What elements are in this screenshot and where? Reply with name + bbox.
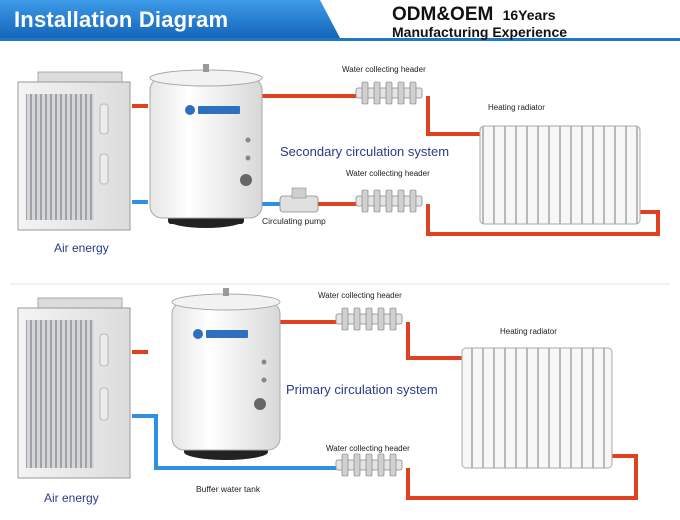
- water-collecting-header-top-lower: [355, 189, 423, 213]
- air-energy-unit-bottom: [17, 297, 131, 479]
- label-heating-radiator-top: Heating radiator: [488, 103, 545, 112]
- heating-radiator-top: [479, 125, 641, 225]
- water-collecting-header-top-upper: [355, 81, 423, 105]
- heating-radiator-bottom: [461, 347, 613, 469]
- installation-diagram: Water collecting header Heating radiator…: [10, 64, 670, 505]
- label-air-energy-bottom: Air energy: [44, 491, 99, 505]
- label-air-energy-top: Air energy: [54, 241, 109, 255]
- air-energy-unit-top: [17, 71, 131, 231]
- label-heating-radiator-bottom: Heating radiator: [500, 327, 557, 336]
- buffer-water-tank: [171, 288, 281, 460]
- banner-underline: [0, 38, 680, 41]
- banner-background: [0, 0, 680, 44]
- page-title: Installation Diagram: [14, 7, 229, 32]
- water-collecting-header-bottom-lower: [335, 453, 403, 477]
- label-primary-circulation-system: Primary circulation system: [286, 382, 438, 397]
- label-water-collecting-header-bottom-upper: Water collecting header: [318, 291, 402, 300]
- label-buffer-water-tank: Buffer water tank: [196, 484, 261, 494]
- secondary-system: Water collecting header Heating radiator…: [17, 64, 660, 255]
- label-water-collecting-header-top-upper: Water collecting header: [342, 65, 426, 74]
- top-pipes: [132, 94, 660, 236]
- label-water-collecting-header-bottom-lower: Water collecting header: [326, 444, 410, 453]
- years-label: 16Years: [502, 7, 556, 23]
- circulating-pump: [279, 187, 319, 213]
- tank-logo-bottom: [193, 329, 248, 339]
- tank-logo: [185, 105, 240, 115]
- label-circulating-pump: Circulating pump: [262, 216, 326, 226]
- banner-blue-shape: [0, 0, 340, 38]
- label-water-collecting-header-top-lower: Water collecting header: [346, 169, 430, 178]
- bottom-pipes: [132, 320, 638, 500]
- odm-label: ODM&OEM: [392, 4, 494, 25]
- header-banner: Installation Diagram ODM&OEM 16Years Man…: [0, 0, 680, 44]
- label-secondary-circulation-system: Secondary circulation system: [280, 144, 449, 159]
- storage-tank-top: [149, 64, 263, 228]
- manufacturing-text: Manufacturing Experience: [392, 24, 568, 40]
- water-collecting-header-bottom-upper: [335, 307, 403, 331]
- primary-system: Water collecting header Heating radiator…: [17, 288, 638, 505]
- odm-oem-text: ODM&OEM 16Years: [392, 4, 556, 26]
